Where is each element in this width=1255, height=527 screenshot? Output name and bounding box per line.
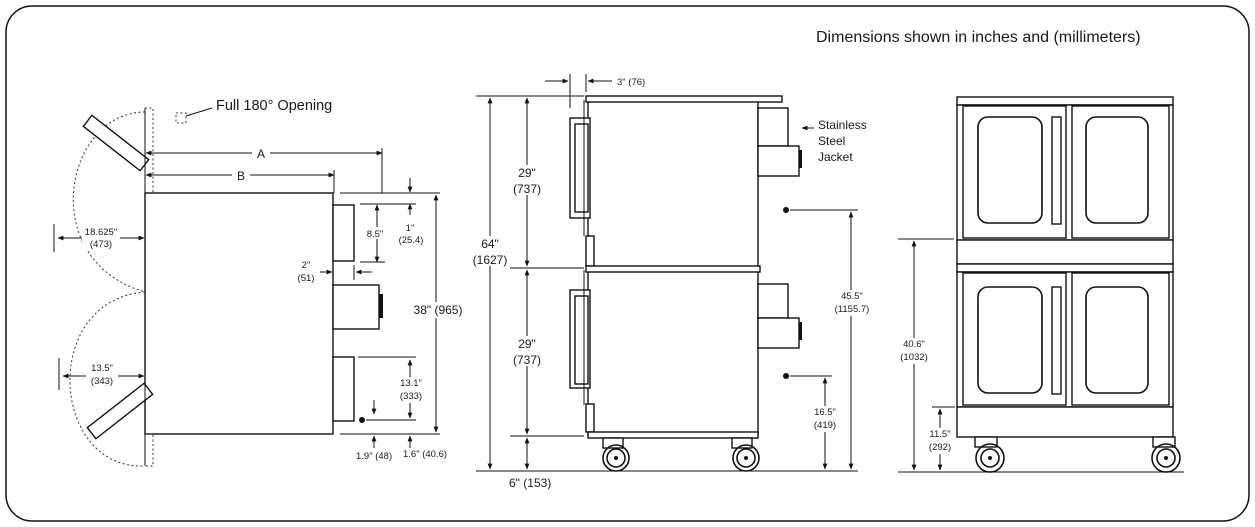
leg-height-label: 6" (153) (509, 476, 551, 490)
overall-height-label: 38" (965) (414, 303, 463, 317)
control-depth-in: 2" (302, 260, 311, 271)
lower-cavity-in: 29" (518, 337, 536, 351)
door-top-clearance-mm: (473) (90, 239, 112, 250)
base-height-mm: (292) (929, 442, 951, 453)
gas-upper-height-mm: (1155.7) (835, 304, 870, 315)
back-clearance-label: 3" (76) (617, 77, 645, 88)
oven-body-side (144, 192, 334, 435)
bottom-offset-label: 1.6" (40.6) (403, 449, 447, 460)
door-top-clearance-in: 18.625" (85, 227, 117, 238)
control-box-upper (332, 204, 355, 262)
base-height-in: 11.5" (929, 429, 950, 440)
top-offset-mm: (25.4) (399, 235, 424, 246)
top-offset-in: 1" (406, 223, 415, 234)
front-view: 40.6" (1032) 11.5" (292) (896, 96, 1184, 473)
drain-height-in: 13.1" (400, 378, 422, 389)
upper-cavity-mm: (737) (513, 182, 541, 196)
jacket-label-line1: Stainless (818, 118, 867, 132)
total-height-in: 64" (481, 237, 499, 251)
control-box-middle (332, 284, 380, 330)
upper-oven-side (587, 99, 759, 269)
gas-lower-height-in: 16.5" (814, 407, 836, 418)
door-swing-arc-bottom (69, 291, 146, 467)
dim-a-label: A (257, 147, 265, 161)
open-door-handle-bottom (86, 382, 154, 440)
stacked-side-view: 3" (76) 29" (737) 64" (1627) 29" (737) 6… (472, 74, 874, 490)
stack-height-mm: (1032) (900, 352, 927, 363)
door-opening-label: Full 180° Opening (216, 98, 332, 114)
control-height-label: 8.5" (367, 229, 384, 240)
jacket-label-line2: Steel (818, 134, 845, 148)
control-depth-mm: (51) (298, 273, 315, 284)
caster-right (731, 437, 760, 472)
door-bottom-clearance-mm: (343) (91, 376, 113, 387)
gas-lower-height-mm: (419) (814, 420, 836, 431)
lower-cavity-mm: (737) (513, 353, 541, 367)
upper-cavity-in: 29" (518, 166, 536, 180)
drain-offset-label: 1.9" (48) (356, 451, 392, 462)
drain-height-mm: (333) (400, 391, 422, 402)
dim-b-label: B (237, 169, 245, 183)
open-door-handle-top (82, 114, 150, 172)
door-bottom-clearance-in: 13.5" (91, 363, 113, 374)
jacket-label-line3: Jacket (818, 150, 853, 164)
lower-oven-side (587, 269, 759, 436)
stack-height-in: 40.6" (903, 339, 925, 350)
gas-upper-height-in: 45.5" (841, 291, 863, 302)
units-header: Dimensions shown in inches and (millimet… (816, 29, 1141, 46)
control-box-lower (332, 356, 355, 422)
total-height-mm: (1627) (473, 253, 508, 267)
side-view: Full 180° Opening A B 18.625" (473) 13.5… (53, 98, 463, 467)
